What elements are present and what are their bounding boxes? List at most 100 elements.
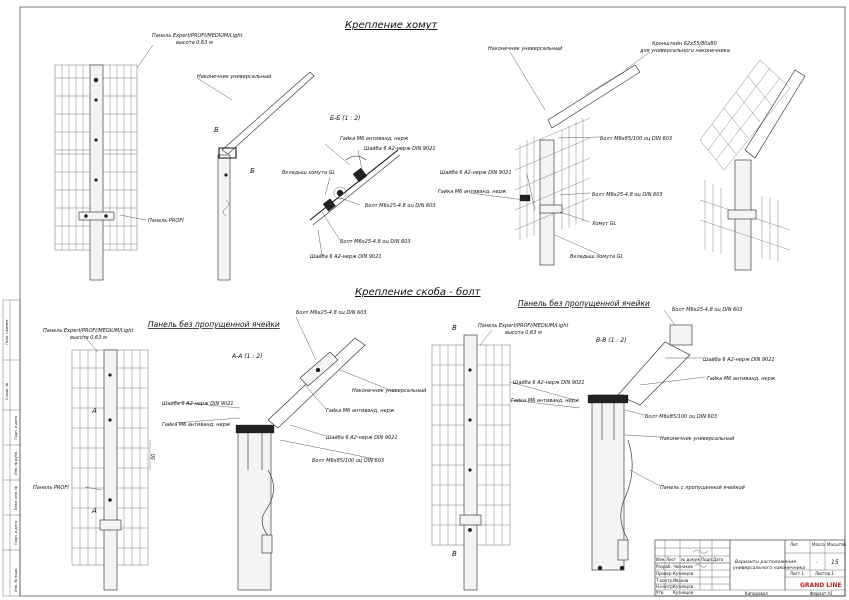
side-label: Справ. № (5, 383, 9, 400)
sheet-frame (2, 6, 846, 597)
tb-name: Иванов (673, 578, 689, 583)
tb-role: Разраб. (656, 564, 672, 569)
tb-sheet: Лист 1 (790, 571, 804, 576)
section-vv-detail (587, 324, 693, 571)
side-label: Взам. инв. № (14, 486, 18, 510)
tb-row-label: Лист (666, 557, 677, 562)
iso-view-bracket (699, 59, 806, 271)
callout-panel-height-top: высота 0,63 м (176, 40, 213, 46)
callout-washer-aa-right: Шайба 6 А2-нерж DIN 9021 (326, 435, 398, 441)
side-view-clamp (217, 71, 315, 281)
tb-role: Н.контр. (656, 584, 674, 589)
tb-copied: Копировал (745, 591, 768, 596)
callout-bolt-m6x25-aa: Болт М6х25-4.8 оц DIN 603 (296, 310, 367, 316)
section-mark-b-bottom: Б (250, 167, 255, 175)
callout-panel-profi-top: Панель PROFI (148, 218, 184, 224)
section-mark-a-bottom: А (91, 507, 97, 515)
tb-sheets: Листов 1 (815, 571, 834, 576)
callout-washer-vv-right: Шайба 6 А2-нерж DIN 9021 (703, 357, 775, 363)
callout-panel-height-right: высота 0,63 м (505, 330, 542, 336)
fence-front-view-top (54, 64, 138, 281)
callout-nut-aa-right: Гайка М6 антиванд. нерж (326, 408, 395, 414)
tb-row-label: Подп. (701, 557, 713, 562)
callout-panel-right: Панель Expert/PROFI/MEDIUM/Light (478, 323, 569, 329)
tb-mass-value: - (816, 560, 818, 565)
title-block (654, 539, 846, 597)
tb-scale-value: 15 (831, 559, 839, 566)
section-mark-a-top: А (91, 407, 97, 415)
tb-role: Т.контр. (655, 578, 673, 583)
callout-clamp-gl-iso: Хомут GL (591, 221, 617, 227)
tb-row-label: Изм. (656, 557, 665, 562)
tb-drawing-title-line2: универсального наконечника (732, 566, 805, 571)
section-vv-label: В-В (1 : 2) (596, 337, 626, 344)
callout-bolt-m6x25-vv: Болт М6х25-4.8 оц DIN 603 (672, 307, 743, 313)
callout-washer-bb-bottom: Шайба 6 А2-нерж DIN 9021 (310, 254, 382, 260)
section-bb-detail (309, 149, 401, 226)
section-bb-label: Б-Б (1 : 2) (330, 115, 360, 122)
callout-bolt-bb-right: Болт М6х25-4.8 оц DIN 603 (365, 203, 436, 209)
side-label: Перв. примен. (5, 319, 9, 345)
dimension-50: 50 (151, 454, 157, 460)
callout-tip-top: Наконечник универсальный (197, 74, 272, 80)
tb-role: Утв. (656, 590, 664, 595)
iso-view-clamp (514, 64, 641, 266)
tb-name: Кузнецов (673, 584, 694, 589)
callout-nut-bb: Гайка М6 антиванд. нерж (340, 136, 409, 142)
callout-bracket-iso-line2: для универсального наконечника (639, 48, 730, 54)
side-label: Подп. и дата (14, 416, 18, 440)
tb-format: Формат А1 (810, 591, 833, 596)
fence-front-view-bottom-left (71, 349, 151, 591)
callout-tip-iso: Наконечник универсальный (488, 46, 563, 52)
callout-bolt-m6x85-aa: Болт М6х85/100 оц DIN 603 (312, 458, 384, 464)
callout-bolt-m6x85-vv: Болт М6х85/100 оц DIN 603 (645, 414, 717, 420)
subtitle-panel-right: Панель без пропущенной ячейки (518, 299, 650, 308)
callout-washer-vv-left: Шайба 6 А2-нерж DIN 9021 (513, 380, 585, 386)
callout-bolt-bb-bottom: Болт М6х25-4.8 оц DIN 603 (340, 239, 411, 245)
callout-nut-vv-right: Гайка М6 антиванд. нерж (707, 376, 776, 382)
callout-panel-top: Панель Expert/PROFI/MEDIUM/Light (152, 33, 243, 39)
callout-panel-height-left: высота 0,63 м (70, 335, 107, 341)
tb-col-lit: Лит. (790, 542, 799, 547)
tb-role: Провер. (656, 571, 673, 576)
tb-company-logo: GRAND LINE (800, 582, 841, 589)
title-clamp-mount: Крепление хомут (345, 20, 439, 31)
leader-lines (82, 44, 706, 491)
section-mark-v-top: В (452, 324, 457, 332)
side-label: Инв. № подл. (14, 568, 18, 592)
callout-tip-aa: Наконечник универсальный (352, 388, 427, 394)
side-label: Инв. № дубл. (14, 451, 18, 475)
callout-panel-with-cell: Панель с пропущенной ячейкой (660, 485, 746, 491)
callout-bracket-iso: Кронштейн 62х55/80х80 (652, 41, 717, 47)
subtitle-panel-left: Панель без пропущенной ячейки (148, 320, 280, 329)
callout-nut-vv-left: Гайка М6 антиванд. нерж (511, 398, 580, 404)
tb-name: Кузнецов (673, 590, 694, 595)
fence-front-view-bottom-right (431, 334, 511, 591)
callout-washer-iso: Шайба 6 А2-нерж DIN 9021 (440, 170, 512, 176)
tb-row-label: № докум. (681, 557, 701, 562)
side-label: Подп. и дата (14, 521, 18, 545)
tb-row-label: Дата (713, 557, 724, 562)
callout-clamp-insert-iso: Вкладыш хомута GL (570, 254, 623, 260)
callout-tip-vv: Наконечник универсальный (660, 436, 735, 442)
callout-bolt-m6x25-iso: Болт М6х25-4.8 оц DIN 603 (592, 192, 663, 198)
section-aa-detail (235, 337, 366, 591)
title-bracket-bolt-mount: Крепление скоба - болт (355, 286, 482, 298)
callout-panel-left: Панель Expert/PROFI/MEDIUM/Light (43, 328, 134, 334)
tb-drawing-title: Варианты расположения (735, 559, 796, 565)
callout-nut-iso: Гайка М6 антиванд. нерж (438, 189, 507, 195)
callout-nut-aa-left: Гайка М6 антиванд. нерж (162, 422, 231, 428)
section-mark-b-top: Б (214, 126, 219, 134)
section-mark-v-bottom: В (452, 550, 457, 558)
tb-name: Чеснаков (673, 564, 693, 569)
callout-bolt-m6x85-iso: Болт М6х85/100 оц DIN 603 (600, 136, 672, 142)
callout-washer-bb-top: Шайба 6 А2-нерж DIN 9021 (364, 146, 436, 152)
section-aa-label: А-А (1 : 2) (231, 353, 262, 360)
side-strip: Перв. примен. Справ. № Подп. и дата Инв.… (5, 319, 18, 592)
callout-panel-profi-left: Панель PROFI (33, 485, 69, 491)
tb-col-scale: Масштаб (827, 542, 847, 547)
callout-clamp-insert-bb: Вкладыш хомута GL (282, 170, 335, 176)
tb-name: Кузнецов (673, 571, 694, 576)
tb-col-mass: Масса (812, 542, 825, 547)
